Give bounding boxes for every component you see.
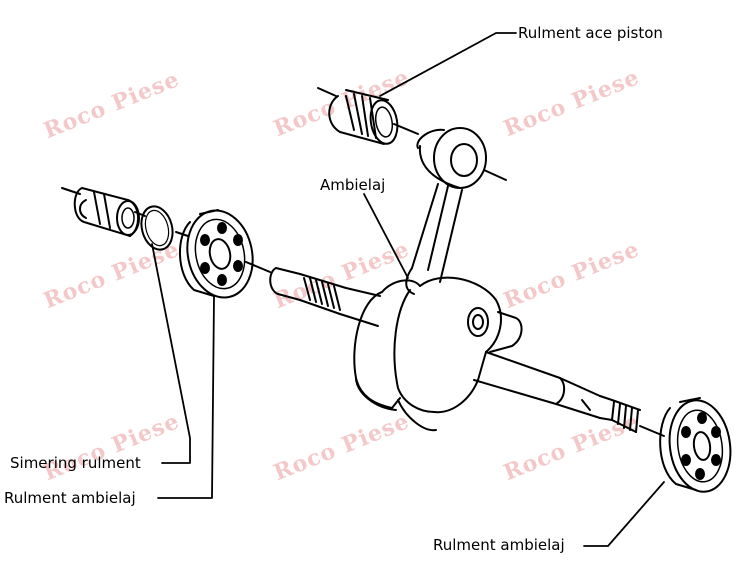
left-main-bearing [179, 209, 254, 299]
seal-sleeve [73, 187, 140, 237]
left-shaft [269, 267, 381, 327]
label-crank-bearing-left: Rulment ambielaj [4, 489, 136, 507]
piston-needle-bearing [328, 89, 399, 145]
o-ring [140, 205, 174, 251]
crank-webs [353, 276, 523, 432]
label-piston-bearing: Rulment ace piston [518, 24, 663, 42]
connecting-rod [405, 127, 487, 295]
leader-connecting-rod [363, 193, 409, 279]
leader-crank-bearing-left [157, 295, 215, 499]
label-connecting-rod: Ambielaj [320, 176, 386, 194]
right-shaft [473, 351, 641, 433]
label-bearing-seal: Simering rulment [10, 454, 141, 472]
label-crank-bearing-right: Rulment ambielaj [433, 536, 565, 554]
left-axis-line [61, 187, 271, 273]
leader-lines [151, 32, 665, 547]
leader-bearing-seal [151, 243, 191, 464]
leader-piston-bearing [379, 32, 517, 97]
leader-crank-bearing-right [583, 481, 665, 547]
right-main-bearing [659, 397, 732, 493]
